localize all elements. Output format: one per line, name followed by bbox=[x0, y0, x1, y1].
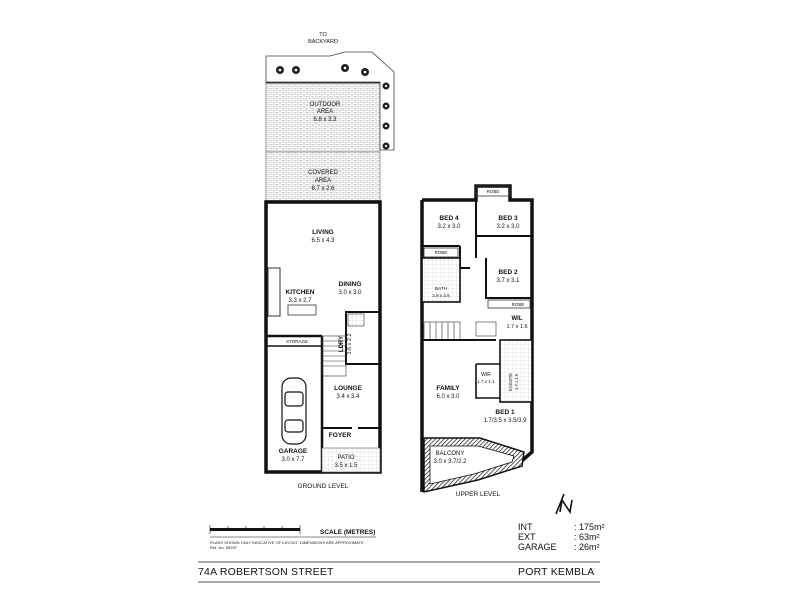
stairs-upper bbox=[423, 321, 497, 341]
area-row-int: INT : 175m² bbox=[518, 522, 628, 532]
bed2-dims: 3.7 x 3.1 bbox=[496, 278, 520, 284]
covered-area-label: COVERED bbox=[308, 170, 338, 176]
bed3-dims: 3.2 x 3.0 bbox=[496, 224, 520, 230]
ground-level-label: GROUND LEVEL bbox=[298, 483, 349, 490]
bed3-label: BED 3 bbox=[498, 215, 518, 222]
area-row-ext: EXT : 63m² bbox=[518, 532, 628, 542]
upper-level-label: UPPER LEVEL bbox=[456, 491, 501, 498]
lounge-label: LOUNGE bbox=[334, 385, 362, 392]
ensuite-dims: 1.7 x 1.9 bbox=[514, 373, 519, 390]
bath-dims: 2.8 x 2.6 bbox=[432, 293, 450, 298]
car-icon bbox=[281, 377, 307, 445]
to-backyard-label-2: BACKYARD bbox=[308, 39, 338, 45]
wil-dims: 1.7 x 1.6 bbox=[506, 324, 527, 330]
wir-dims: 1.7 x 1.1 bbox=[477, 379, 495, 384]
patio-label: PATIO bbox=[337, 455, 354, 461]
storage-label: STORAGE bbox=[286, 339, 308, 344]
int-value: : 175m² bbox=[574, 522, 605, 532]
bed1-label: BED 1 bbox=[495, 409, 515, 416]
ext-label: EXT bbox=[518, 532, 536, 542]
robe-mid-label: ROBE bbox=[512, 302, 525, 307]
kitchen-dims: 3.3 x 2.7 bbox=[288, 298, 312, 304]
ldry-label: LDRY bbox=[339, 336, 345, 352]
living-label: LIVING bbox=[312, 229, 334, 236]
upper-level-plan bbox=[420, 184, 534, 493]
bed2-label: BED 2 bbox=[498, 269, 518, 276]
ext-value: : 63m² bbox=[574, 532, 600, 542]
bed4-label: BED 4 bbox=[439, 215, 459, 222]
disclaimer-ref: Ref. No. 55297 bbox=[210, 545, 237, 550]
patio-dims: 3.5 x 1.5 bbox=[334, 463, 358, 469]
garage-dims: 3.0 x 7.7 bbox=[281, 457, 305, 463]
wir-label: WIR bbox=[481, 372, 491, 378]
plan-labels: TO BACKYARD OUTDOOR AREA 6.8 x 3.3 COVER… bbox=[279, 32, 528, 498]
living-dims: 6.5 x 4.3 bbox=[311, 238, 335, 244]
area-summary: INT : 175m² EXT : 63m² GARAGE : 26m² bbox=[518, 522, 628, 552]
lounge-dims: 3.4 x 3.4 bbox=[336, 394, 360, 400]
int-label: INT bbox=[518, 522, 533, 532]
ground-level-plan bbox=[264, 51, 395, 474]
to-backyard-label: TO bbox=[319, 32, 327, 38]
family-dims: 6.0 x 3.0 bbox=[436, 394, 460, 400]
stairs bbox=[321, 335, 347, 377]
outdoor-area-label: OUTDOOR bbox=[310, 102, 341, 108]
garage-area-value: : 26m² bbox=[574, 542, 600, 552]
balcony-dims: 3.0 x 3.7/2.2 bbox=[433, 459, 467, 465]
street-address: 74A ROBERTSON STREET bbox=[198, 566, 334, 578]
wil-label: WIL bbox=[512, 316, 523, 322]
balcony-label: BALCONY bbox=[436, 451, 465, 457]
kitchen-bench bbox=[267, 267, 281, 317]
suburb: PORT KEMBLA bbox=[518, 566, 595, 578]
disclaimer-line-1: PLANS SHOWN ONLY INDICATIVE OF LAYOUT. D… bbox=[210, 540, 365, 545]
hatched-edge bbox=[266, 82, 380, 84]
compass-icon bbox=[555, 493, 573, 515]
robe-left-label: ROBE bbox=[435, 250, 448, 255]
disclaimer: PLANS SHOWN ONLY INDICATIVE OF LAYOUT. D… bbox=[210, 540, 380, 550]
ensuite-wall bbox=[499, 339, 533, 403]
covered-area-paving bbox=[265, 151, 381, 203]
bed4-dims: 3.2 x 3.0 bbox=[437, 224, 461, 230]
kitchen-label: KITCHEN bbox=[286, 289, 315, 296]
scale-label: SCALE (METRES) bbox=[320, 529, 375, 536]
foyer-label: FOYER bbox=[329, 432, 352, 439]
covered-area-dims: 6.7 x 2.6 bbox=[311, 186, 335, 192]
bath-wall bbox=[421, 257, 461, 303]
ldry-dims: 1.6 x 2.2 bbox=[347, 333, 353, 354]
scale-bar: SCALE (METRES) bbox=[209, 525, 376, 538]
garage-label: GARAGE bbox=[279, 448, 308, 455]
covered-area-label-2: AREA bbox=[315, 178, 331, 184]
robe-top-label: ROBE bbox=[487, 189, 500, 194]
dining-label: DINING bbox=[339, 281, 362, 288]
outdoor-area-dims: 6.8 x 3.3 bbox=[313, 117, 337, 123]
bath-label: BATH bbox=[435, 286, 447, 291]
bed1-dims: 1.7/3.5 x 3.5/3.9 bbox=[483, 418, 527, 424]
outdoor-area-paving bbox=[265, 81, 381, 153]
family-label: FAMILY bbox=[436, 385, 460, 392]
dining-dims: 3.0 x 3.0 bbox=[338, 290, 362, 296]
area-row-garage: GARAGE : 26m² bbox=[518, 542, 628, 552]
garage-area-label: GARAGE bbox=[518, 542, 557, 552]
outdoor-area-label-2: AREA bbox=[317, 109, 333, 115]
patio-paving bbox=[321, 447, 381, 473]
ensuite-label: ENSUITE bbox=[508, 373, 513, 391]
